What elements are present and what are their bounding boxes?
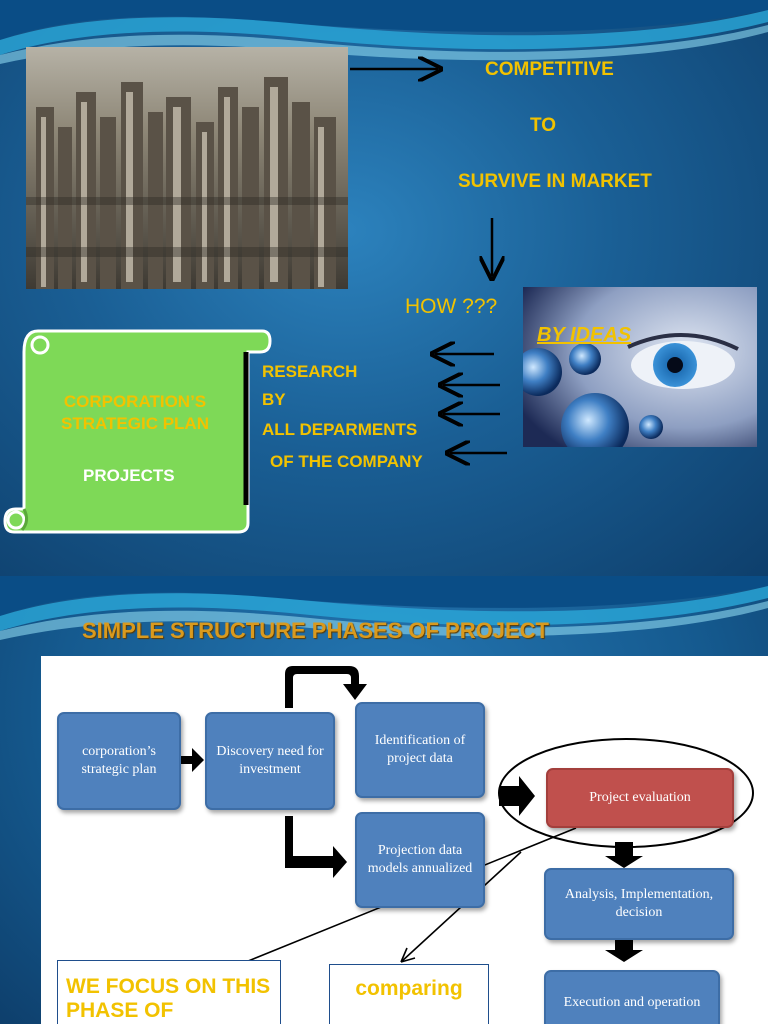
header-wave xyxy=(0,576,768,640)
of-company-text: OF THE COMPANY xyxy=(270,452,423,471)
survive-text: SURVIVE IN MARKET xyxy=(458,171,652,192)
how-text: HOW ??? xyxy=(405,295,498,318)
city-skyline-image xyxy=(26,47,348,289)
slide-project-phases: SIMPLE STRUCTURE PHASES OF PROJECT corpo… xyxy=(0,576,768,1024)
box-strategic-plan: corporation’s strategic plan xyxy=(57,712,181,810)
slide-competitive: CORPORATION’S STRATEGIC PLAN PROJECTS CO… xyxy=(0,0,768,576)
header-wave xyxy=(0,0,768,64)
focus-note: WE FOCUS ON THIS PHASE OF xyxy=(57,960,281,1024)
scroll-title-line2: STRATEGIC PLAN xyxy=(61,414,209,433)
competitive-text: COMPETITIVE xyxy=(485,59,614,80)
box-analysis-decision: Analysis, Implementation, decision xyxy=(544,868,734,940)
by-ideas-text: BY IDEAS xyxy=(537,324,632,346)
slide1-arrows xyxy=(350,0,507,576)
scroll-title-line1: CORPORATION’S xyxy=(63,392,207,411)
research-text: RESEARCH xyxy=(262,362,358,381)
phases-title: SIMPLE STRUCTURE PHASES OF PROJECT xyxy=(82,618,549,643)
box-execution-operation: Execution and operation xyxy=(544,970,720,1024)
box-identification: Identification of project data xyxy=(355,702,485,798)
all-departments-text: ALL DEPARMENTS xyxy=(262,420,418,439)
box-project-evaluation: Project evaluation xyxy=(546,768,734,828)
flowchart-panel: corporation’s strategic plan Discovery n… xyxy=(41,656,768,1024)
box-projection-models: Projection data models annualized xyxy=(355,812,485,908)
eye-globes-image xyxy=(523,287,757,447)
strategic-plan-scroll xyxy=(3,329,272,534)
box-discovery-need: Discovery need for investment xyxy=(205,712,335,810)
by-text: BY xyxy=(262,390,286,409)
comparing-note: comparing xyxy=(329,964,489,1024)
to-text: TO xyxy=(530,115,557,136)
scroll-projects-label: PROJECTS xyxy=(83,466,175,485)
